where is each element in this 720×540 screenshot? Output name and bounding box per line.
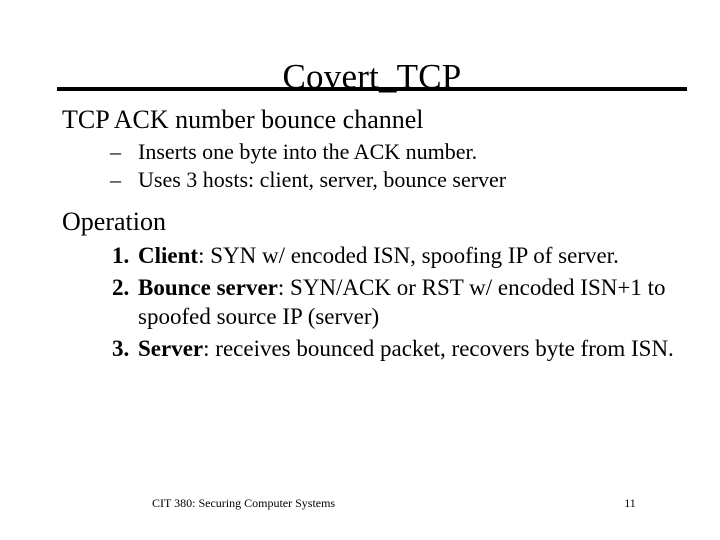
list-item-number: 2.	[112, 275, 130, 300]
list-item: – Inserts one byte into the ACK number.	[0, 138, 720, 165]
section-bounce-channel: TCP ACK number bounce channel – Inserts …	[0, 104, 720, 193]
footer-page-number: 11	[624, 496, 636, 510]
list-item-text: : SYN w/ encoded ISN, spoofing IP of ser…	[198, 243, 619, 268]
list-item-lead: Bounce server	[138, 275, 278, 300]
list-item: 3. Server: receives bounced packet, reco…	[0, 334, 720, 363]
section-operation: Operation 1. Client: SYN w/ encoded ISN,…	[0, 206, 720, 363]
list-item-number: 1.	[112, 243, 130, 268]
section-heading-bounce-channel: TCP ACK number bounce channel	[62, 105, 424, 134]
slide-body: TCP ACK number bounce channel – Inserts …	[0, 104, 720, 366]
list-item-lead: Client	[138, 243, 199, 268]
sub-bullet-list: – Inserts one byte into the ACK number. …	[0, 138, 720, 193]
list-item: 2. Bounce server: SYN/ACK or RST w/ enco…	[0, 273, 720, 331]
list-item: 1. Client: SYN w/ encoded ISN, spoofing …	[0, 241, 720, 270]
list-item: – Uses 3 hosts: client, server, bounce s…	[0, 166, 720, 193]
list-item-number: 3.	[112, 336, 130, 361]
section-heading-operation: Operation	[62, 207, 166, 236]
footer-course-label: CIT 380: Securing Computer Systems	[152, 496, 336, 510]
page-title: Covert_TCP	[282, 57, 462, 97]
list-item-text: Uses 3 hosts: client, server, bounce ser…	[138, 167, 507, 192]
list-item-text: : SYN/ACK or RST w/ encoded ISN+1 to spo…	[138, 275, 666, 329]
operation-steps-list: 1. Client: SYN w/ encoded ISN, spoofing …	[0, 241, 720, 363]
title-divider	[57, 87, 687, 91]
section-spacer	[0, 194, 720, 206]
dash-bullet-icon: –	[110, 167, 121, 192]
list-item-text: : receives bounced packet, recovers byte…	[203, 336, 674, 361]
list-item-text: Inserts one byte into the ACK number.	[138, 139, 478, 164]
dash-bullet-icon: –	[110, 139, 121, 164]
list-item-lead: Server	[138, 336, 204, 361]
